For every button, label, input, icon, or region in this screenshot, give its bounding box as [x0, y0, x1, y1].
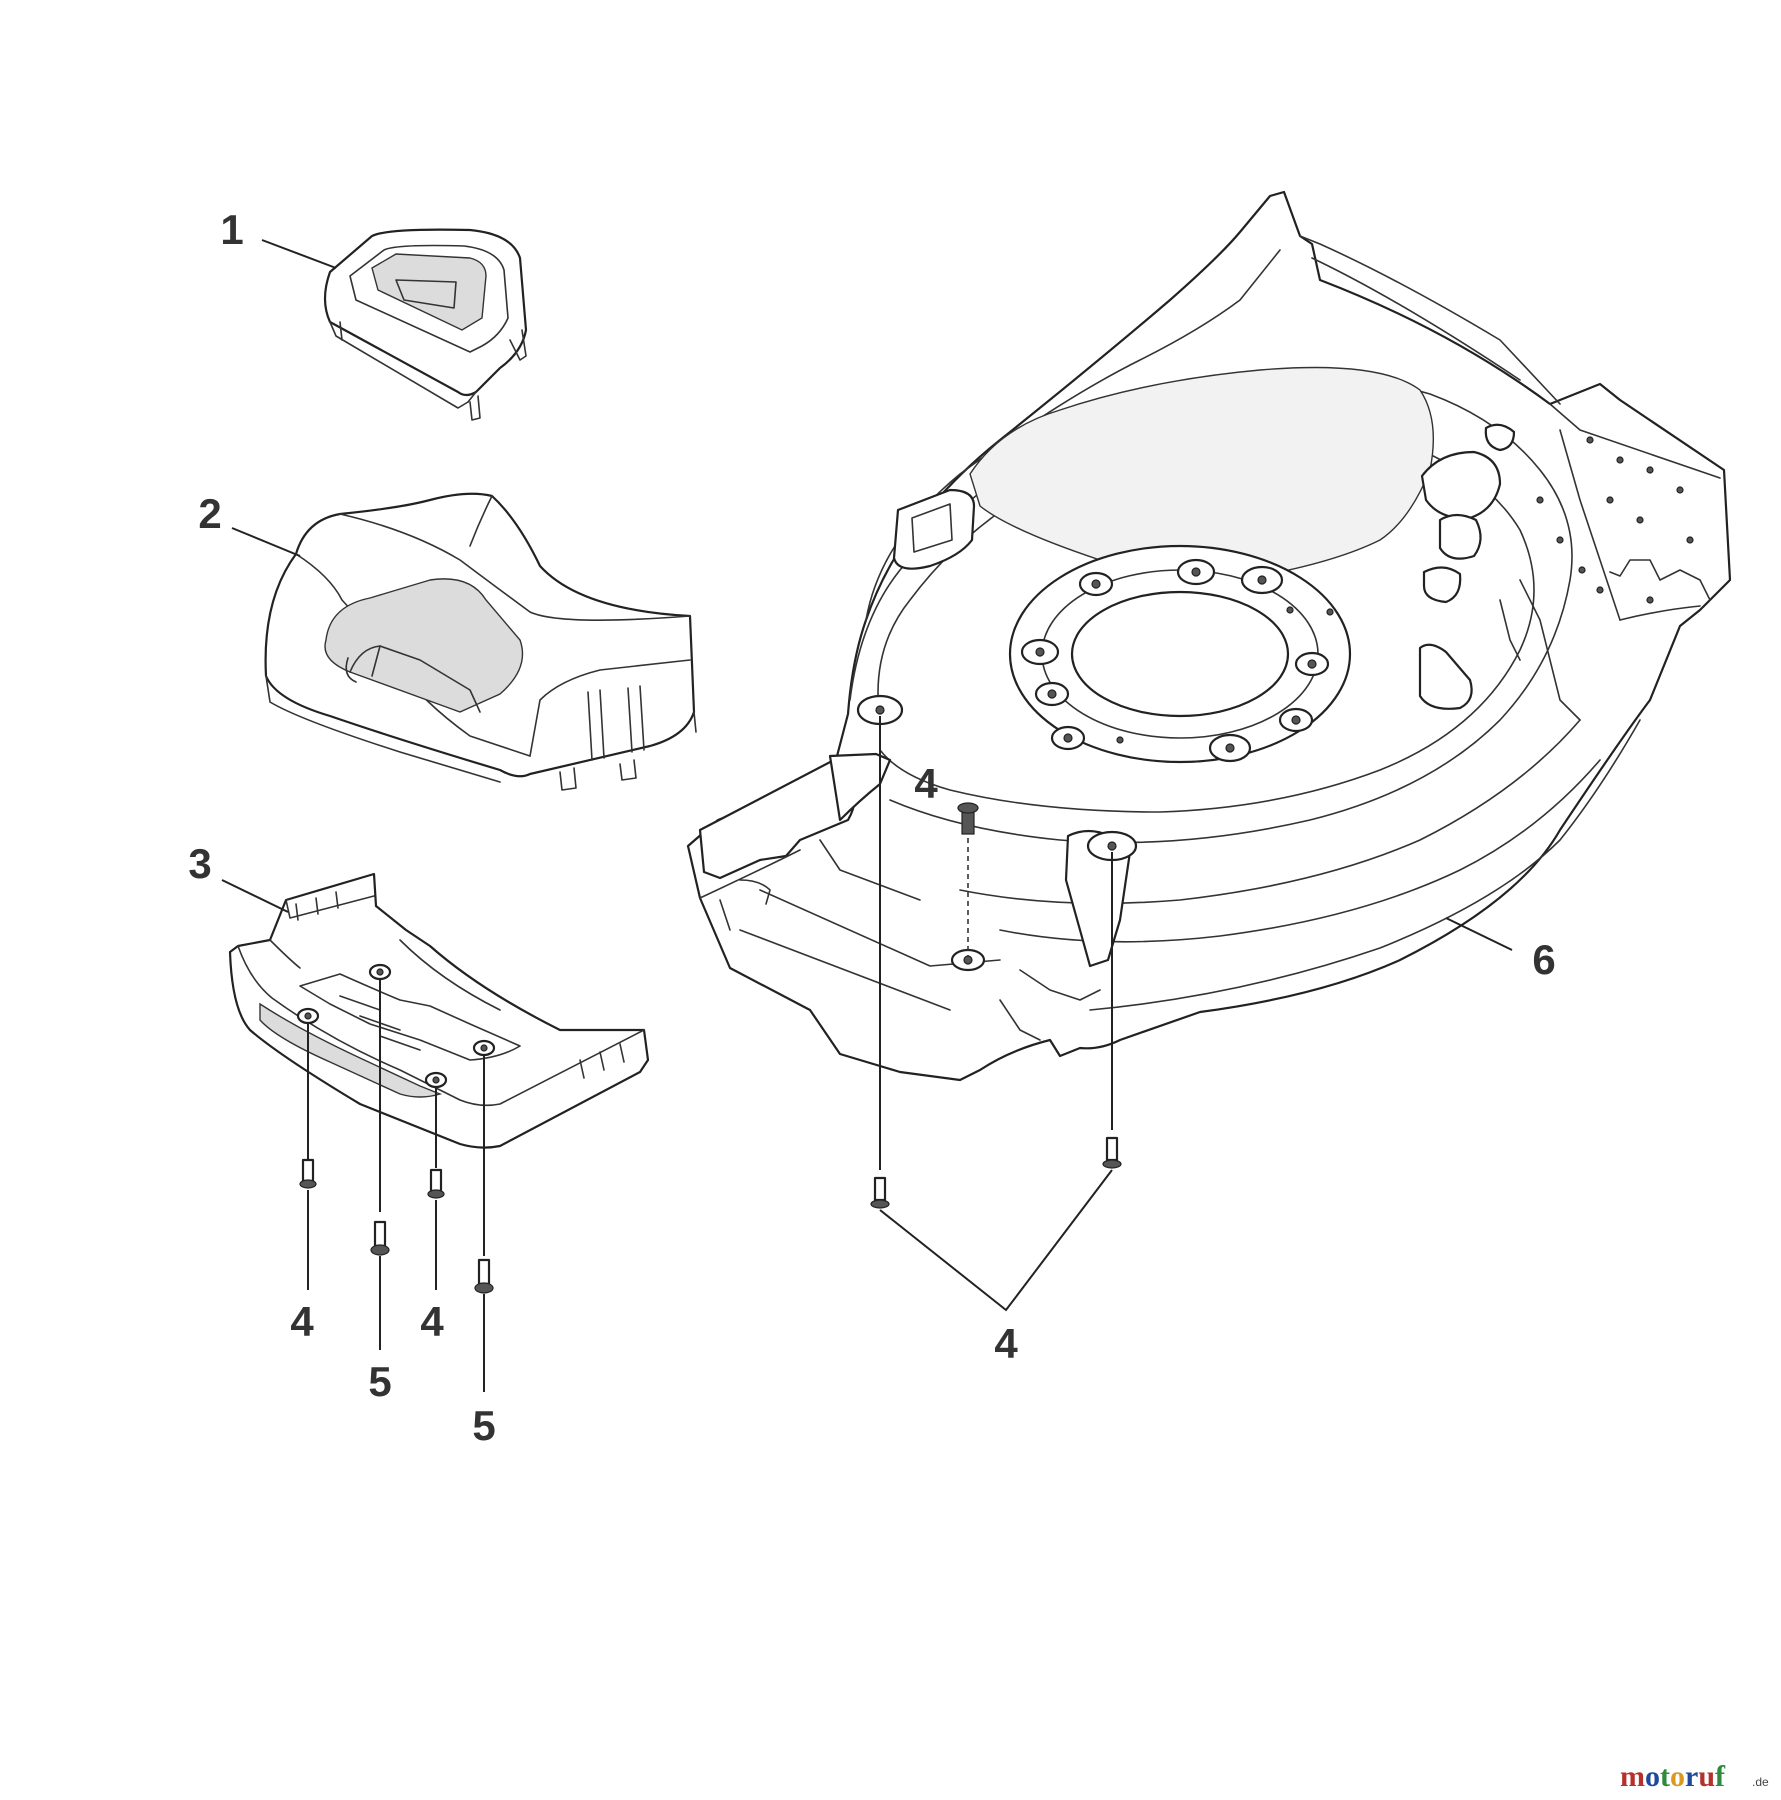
logo-letter-o2: o: [1670, 1760, 1685, 1793]
callout-6: 6: [1532, 936, 1555, 983]
callout-leaders: [221, 239, 1513, 951]
part-3-screws: [299, 980, 494, 1392]
logo-letter-u: u: [1698, 1760, 1715, 1793]
screw-icon: [370, 1220, 390, 1256]
callout-1: 1: [220, 206, 243, 253]
screw-icon: [299, 1158, 317, 1189]
screw-icon: [427, 1168, 445, 1199]
logo-letter-o: o: [1645, 1760, 1660, 1793]
callout-4-deck-top: 4: [914, 760, 938, 807]
callout-labels: 1 2 3 4 4 4 4 5 5 6: [188, 206, 1555, 1449]
callout-3: 3: [188, 840, 211, 887]
watermark-logo: motoruf .de: [1620, 1760, 1769, 1793]
logo-letter-t: t: [1660, 1760, 1670, 1793]
screw-icon: [474, 1258, 494, 1294]
callout-4-deck-bottom: 4: [994, 1320, 1018, 1367]
part-6-mower-deck: [686, 190, 1732, 1082]
part-6-screws: [870, 716, 1122, 1312]
ring-bolts: [1020, 558, 1334, 763]
part-2-front-cover: [264, 492, 697, 791]
part-3-bottom-plate: [228, 872, 650, 1149]
screw-icon: [870, 1176, 890, 1209]
callout-2: 2: [198, 490, 221, 537]
logo-letter-m: m: [1620, 1760, 1645, 1793]
screw-icon: [1102, 1136, 1122, 1169]
logo-letter-f: f: [1715, 1760, 1726, 1793]
callout-4-bottom-left: 4: [290, 1298, 314, 1345]
screw-icon: [957, 802, 979, 835]
logo-letter-r: r: [1685, 1760, 1698, 1793]
part-1-handle-cap: [323, 228, 528, 421]
svg-text:.de: .de: [1752, 1775, 1769, 1789]
callout-5-left: 5: [368, 1358, 391, 1405]
callout-5-right: 5: [472, 1402, 495, 1449]
callout-4-bottom-mid: 4: [420, 1298, 444, 1345]
svg-text:motoruf: motoruf: [1620, 1760, 1726, 1793]
